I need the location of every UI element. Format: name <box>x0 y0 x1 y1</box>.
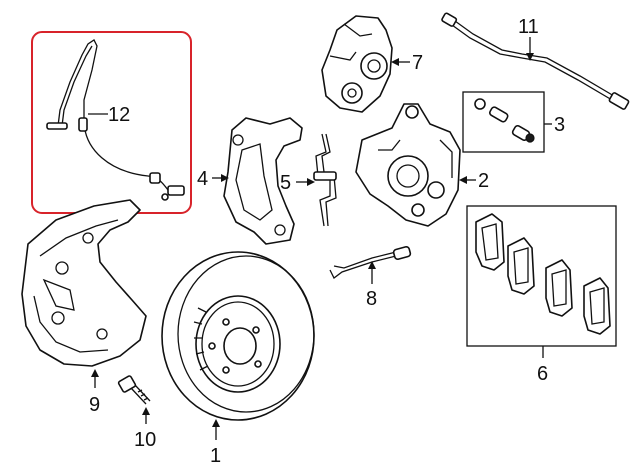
callout-12[interactable]: 12 <box>108 104 130 126</box>
pad-set-part[interactable] <box>466 205 617 347</box>
bolt-kit-part[interactable] <box>462 91 545 153</box>
bolt-part[interactable] <box>117 375 151 405</box>
rotor-part[interactable] <box>161 251 315 421</box>
callout-9[interactable]: 9 <box>89 394 100 416</box>
actuator-part[interactable] <box>321 15 393 113</box>
brake-hose-part[interactable] <box>441 12 630 110</box>
caliper-part[interactable] <box>355 103 461 227</box>
callout-4[interactable]: 4 <box>197 168 208 190</box>
callout-2[interactable]: 2 <box>478 170 489 192</box>
bracket-part[interactable] <box>223 117 303 245</box>
callout-6[interactable]: 6 <box>537 363 548 385</box>
wear-sensor-part[interactable] <box>329 245 412 279</box>
abs-sensor-part[interactable] <box>46 39 185 201</box>
spring-part[interactable] <box>313 133 337 227</box>
callout-11[interactable]: 11 <box>518 16 539 38</box>
callout-3[interactable]: 3 <box>554 114 565 136</box>
callout-8[interactable]: 8 <box>366 288 377 310</box>
callout-5[interactable]: 5 <box>280 172 291 194</box>
callout-7[interactable]: 7 <box>412 52 423 74</box>
callout-10[interactable]: 10 <box>134 429 156 451</box>
callout-1[interactable]: 1 <box>210 445 221 467</box>
dust-shield-part[interactable] <box>21 199 147 367</box>
